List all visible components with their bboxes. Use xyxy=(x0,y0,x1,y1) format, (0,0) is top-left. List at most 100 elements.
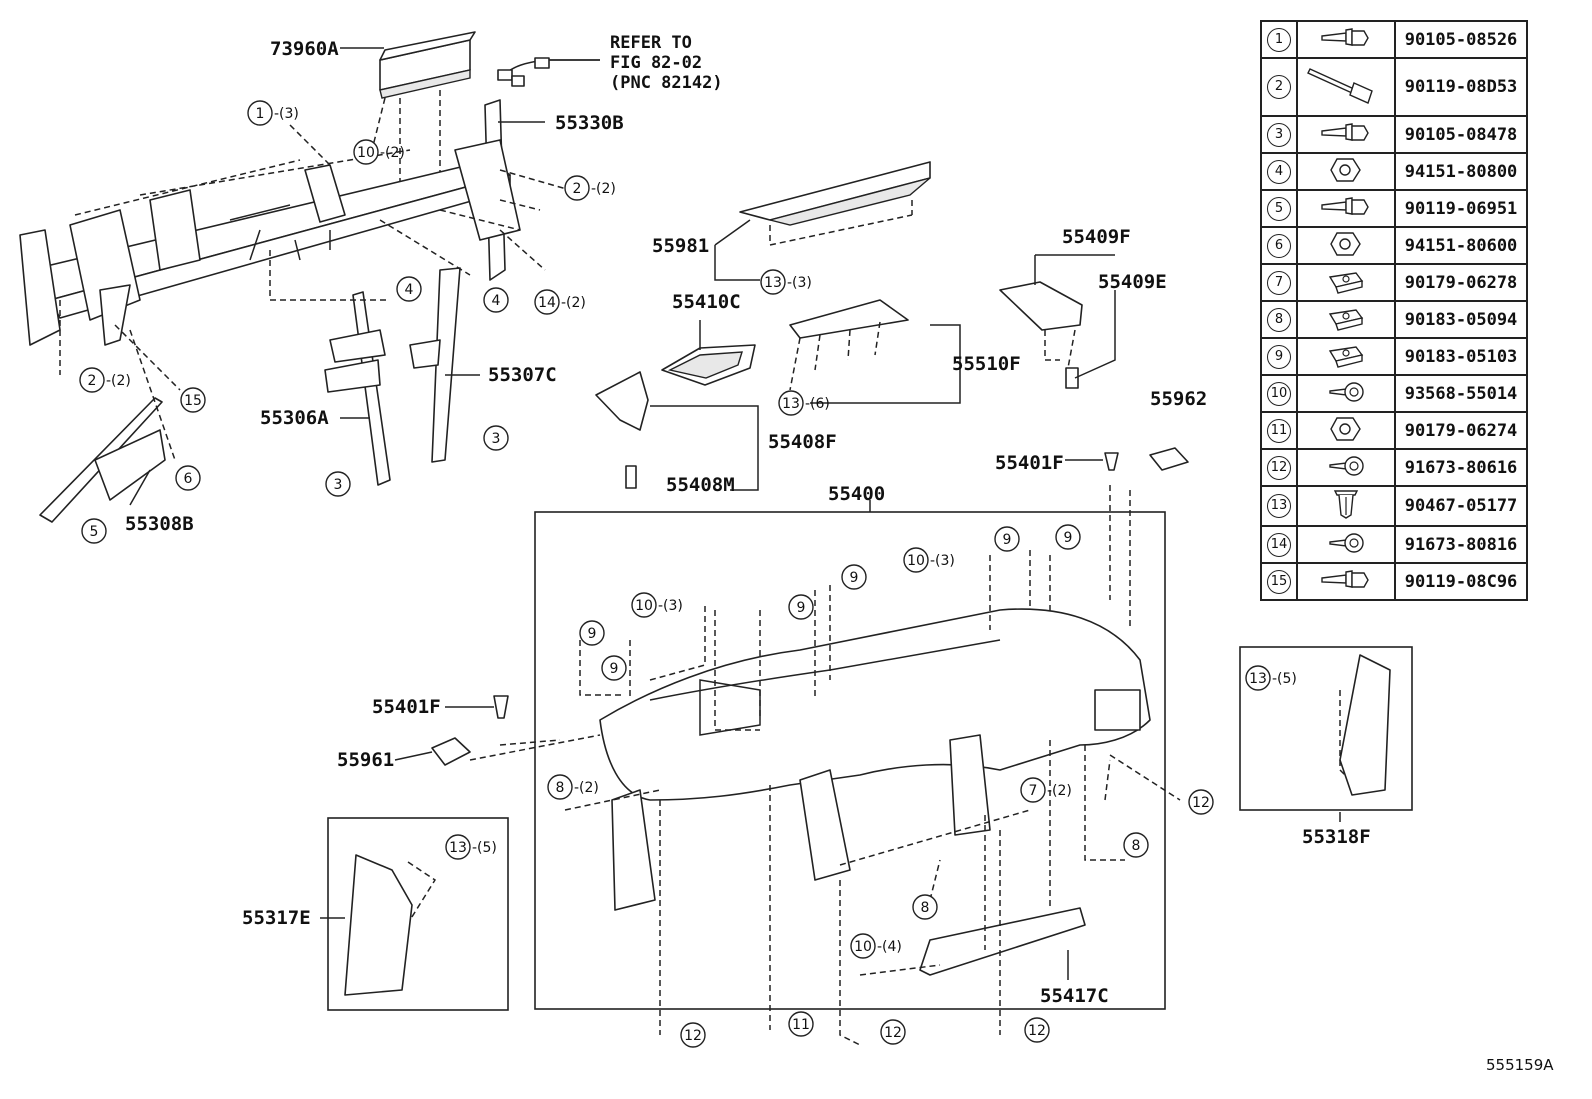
fastener-number: 14 xyxy=(1267,532,1291,557)
callout-c12a: 12 xyxy=(1188,789,1214,815)
reference-note-line3: (PNC 82142) xyxy=(610,73,723,93)
callout-c6: 6 xyxy=(175,465,201,491)
callout-circle xyxy=(601,655,627,681)
reference-note-line2: FIG 82-02 xyxy=(610,53,702,73)
callout-number: 9 xyxy=(1003,532,1012,548)
callout-c9c: 9 xyxy=(841,564,867,590)
side-panel-55318f-drawing xyxy=(1339,654,1391,796)
callout-c13b: 13-(6) xyxy=(778,390,830,416)
side-panel-55317e-box xyxy=(327,817,509,1011)
wire-harness-drawing xyxy=(497,57,600,87)
label-55417c: 55417C xyxy=(1040,985,1109,1007)
fastener-number-cell: 13 xyxy=(1260,485,1298,527)
fastener-part-number: 90119-06951 xyxy=(1394,189,1528,228)
callout-circle xyxy=(788,594,814,620)
fastener-row: 6 94151-80600 xyxy=(1260,226,1528,265)
fastener-part-number: 94151-80800 xyxy=(1394,152,1528,191)
callout-c11: 11 xyxy=(788,1011,814,1037)
tapping-screw-icon xyxy=(1296,374,1396,413)
callout-number: 9 xyxy=(797,600,806,616)
callout-number: 7 xyxy=(1029,783,1038,799)
callout-number: 12 xyxy=(684,1028,702,1044)
fastener-number: 8 xyxy=(1267,307,1291,332)
callout-circle xyxy=(1123,832,1149,858)
flange-bolt-icon xyxy=(1296,562,1396,601)
callout-quantity: -(5) xyxy=(472,840,497,856)
fastener-number-cell: 3 xyxy=(1260,115,1298,154)
callout-number: 2 xyxy=(88,373,97,389)
fastener-number-cell: 14 xyxy=(1260,525,1298,564)
fastener-number-cell: 7 xyxy=(1260,263,1298,302)
label-55306a: 55306A xyxy=(260,407,329,429)
callout-circle xyxy=(81,518,107,544)
callout-c12c: 12 xyxy=(880,1019,906,1045)
callouts: 1-(3)10-(2)2-(2)13-(3)14-(2)442-(2)15653… xyxy=(79,100,1297,1048)
callout-c9b: 9 xyxy=(1055,524,1081,550)
panel-55417c-drawing xyxy=(919,907,1086,976)
fastener-part-number: 90105-08526 xyxy=(1394,20,1528,59)
clip-55401f-left-drawing xyxy=(493,695,509,719)
callout-c9d: 9 xyxy=(788,594,814,620)
callout-number: 10 xyxy=(907,553,925,569)
callout-c2b: 2-(2) xyxy=(79,367,131,393)
callout-circle xyxy=(1188,789,1214,815)
clip-55401f-top-drawing xyxy=(1104,452,1119,471)
fastener-number: 7 xyxy=(1267,270,1291,295)
callout-quantity: -(3) xyxy=(274,106,299,122)
callout-quantity: -(2) xyxy=(591,181,616,197)
label-55981: 55981 xyxy=(652,235,709,257)
cover-55408f-drawing xyxy=(595,371,649,431)
callout-circle xyxy=(579,620,605,646)
callout-number: 9 xyxy=(1064,530,1073,546)
instrument-panel-box xyxy=(534,511,1166,1010)
callout-c4a: 4 xyxy=(396,276,422,302)
label-55401f-left: 55401F xyxy=(372,696,441,718)
flange-nut-icon xyxy=(1296,411,1396,450)
callout-number: 8 xyxy=(921,900,930,916)
callout-c4b: 4 xyxy=(483,287,509,313)
callout-circle xyxy=(912,894,938,920)
callout-c15: 15 xyxy=(180,387,206,413)
callout-c7: 7-(2) xyxy=(1020,777,1072,803)
tapping-screw-icon xyxy=(1296,448,1396,487)
callout-circle xyxy=(564,175,590,201)
callout-c5: 5 xyxy=(81,518,107,544)
fastener-part-number: 94151-80600 xyxy=(1394,226,1528,265)
clip-nut-icon xyxy=(1296,263,1396,302)
callout-number: 4 xyxy=(405,282,414,298)
flange-bolt-icon xyxy=(1296,115,1396,154)
callout-c3b: 3 xyxy=(483,425,509,451)
callout-c8a: 8-(2) xyxy=(547,774,599,800)
fastener-number-cell: 8 xyxy=(1260,300,1298,339)
bracket-55308b-drawing xyxy=(39,397,166,523)
fastener-number-cell: 6 xyxy=(1260,226,1298,265)
fastener-number: 5 xyxy=(1267,196,1291,221)
callout-c12d: 12 xyxy=(1024,1017,1050,1043)
brace-55306a-drawing xyxy=(324,291,391,486)
fastener-part-number: 93568-55014 xyxy=(1394,374,1528,413)
clip-nut-icon xyxy=(1296,300,1396,339)
callout-circle xyxy=(850,933,876,959)
callout-number: 2 xyxy=(573,181,582,197)
callout-number: 11 xyxy=(792,1017,810,1033)
callout-c13d: 13-(5) xyxy=(1245,665,1297,691)
label-55410c: 55410C xyxy=(672,291,741,313)
callout-circle xyxy=(353,139,379,165)
fastener-part-number: 91673-80816 xyxy=(1394,525,1528,564)
panel-55409f-drawing xyxy=(999,281,1083,331)
fastener-number: 3 xyxy=(1267,122,1291,147)
fastener-number-cell: 1 xyxy=(1260,20,1298,59)
tapping-screw-icon xyxy=(1296,525,1396,564)
callout-c12b: 12 xyxy=(680,1022,706,1048)
label-55401f-top: 55401F xyxy=(995,452,1064,474)
callout-number: 12 xyxy=(1192,795,1210,811)
fastener-number-cell: 4 xyxy=(1260,152,1298,191)
callout-c1: 1-(3) xyxy=(247,100,299,126)
callout-quantity: -(6) xyxy=(805,396,830,412)
fastener-number-cell: 5 xyxy=(1260,189,1298,228)
